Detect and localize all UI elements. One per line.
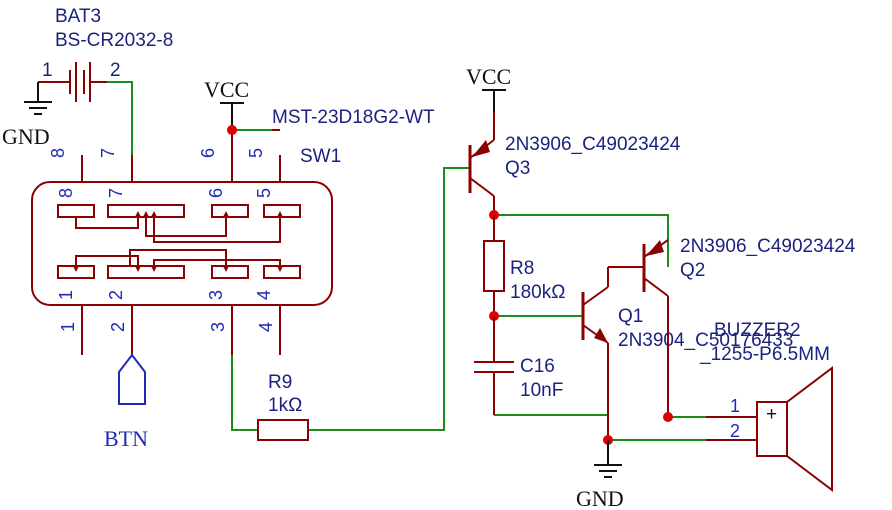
c16-ref: C16 xyxy=(520,356,555,377)
c16-value: 10nF xyxy=(520,380,563,401)
battery-value: BS-CR2032-8 xyxy=(55,30,173,51)
capacitor-c16: C16 10nF xyxy=(474,316,563,415)
buzzer-value: _1255-P6.5MM xyxy=(699,344,830,365)
switch-inner-top-7: 7 xyxy=(106,188,126,198)
transistor-q2: 2N3906_C49023424 Q2 xyxy=(608,236,856,417)
q3-ref: Q3 xyxy=(505,158,530,179)
wire-bat-sw7 xyxy=(107,81,133,155)
switch-pin-bottom-1: 1 xyxy=(58,322,78,332)
vcc-label-q3: VCC xyxy=(466,64,511,89)
wire-q3-q2 xyxy=(494,214,669,267)
switch-pin-bottom-2: 2 xyxy=(108,322,128,332)
switch-pin-top-5: 5 xyxy=(246,148,266,158)
r8-ref: R8 xyxy=(510,258,534,279)
switch-sw1: MST-23D18G2-WT SW1 8 7 6 5 8 7 6 5 1 2 3… xyxy=(31,107,435,355)
wire-r9-q3 xyxy=(308,167,470,431)
gnd-label-bottom: GND xyxy=(576,486,624,510)
switch-pin-top-7: 7 xyxy=(98,148,118,158)
switch-inner-bottom-1: 1 xyxy=(56,290,76,300)
q2-value: 2N3906_C49023424 xyxy=(680,236,856,257)
gnd-label-left: GND xyxy=(2,124,50,149)
battery-bat3: BAT3 BS-CR2032-8 1 2 xyxy=(38,6,173,102)
switch-pin-top-8: 8 xyxy=(48,148,68,158)
junction-q2-buzzer xyxy=(663,412,673,422)
transistor-q3: 2N3906_C49023424 Q3 xyxy=(468,112,681,215)
r9-ref: R9 xyxy=(268,372,292,393)
q1-value: 2N3904_C50176433 xyxy=(618,330,793,351)
resistor-r8: R8 180kΩ xyxy=(483,215,565,316)
btn-port: BTN xyxy=(104,353,148,451)
switch-inner-bottom-4: 4 xyxy=(254,290,274,300)
switch-inner-top-5: 5 xyxy=(254,188,274,198)
buzzer-ref: BUZZER2 xyxy=(714,320,801,341)
q3-value: 2N3906_C49023424 xyxy=(505,134,681,155)
vcc-symbol-q3: VCC xyxy=(466,64,511,112)
vcc-label-switch: VCC xyxy=(204,77,249,102)
vcc-symbol-switch: VCC xyxy=(204,77,249,130)
resistor-r9: R9 1kΩ xyxy=(257,372,309,441)
wire-sw3-r9 xyxy=(231,355,258,431)
battery-ref: BAT3 xyxy=(55,6,101,27)
buzzer-pin1: 1 xyxy=(730,396,740,416)
switch-value: MST-23D18G2-WT xyxy=(272,107,435,128)
r9-value: 1kΩ xyxy=(268,395,302,416)
switch-pin-top-6: 6 xyxy=(198,148,218,158)
switch-pin-bottom-4: 4 xyxy=(256,322,276,332)
switch-inner-top-8: 8 xyxy=(56,188,76,198)
switch-inner-top-6: 6 xyxy=(206,188,226,198)
gnd-symbol-bottom: GND xyxy=(576,440,624,510)
switch-inner-bottom-2: 2 xyxy=(106,290,126,300)
r8-value: 180kΩ xyxy=(510,282,565,303)
switch-inner-bottom-3: 3 xyxy=(206,290,226,300)
battery-pin1: 1 xyxy=(42,60,53,81)
buzzer2: + 1 2 BUZZER2 _1255-P6.5MM xyxy=(699,320,833,493)
transistor-q1: Q1 2N3904_C50176433 xyxy=(581,267,793,440)
gnd-symbol-left: GND xyxy=(2,82,52,149)
q1-ref: Q1 xyxy=(618,306,643,327)
q2-ref: Q2 xyxy=(680,260,705,281)
switch-ref: SW1 xyxy=(300,146,341,167)
buzzer-pin2: 2 xyxy=(730,421,740,441)
btn-label: BTN xyxy=(104,426,148,451)
junction-vcc xyxy=(227,125,237,135)
switch-pin-bottom-3: 3 xyxy=(208,322,228,332)
battery-pin2: 2 xyxy=(110,60,121,81)
wires xyxy=(107,81,757,441)
buzzer-polarity: + xyxy=(766,404,777,425)
